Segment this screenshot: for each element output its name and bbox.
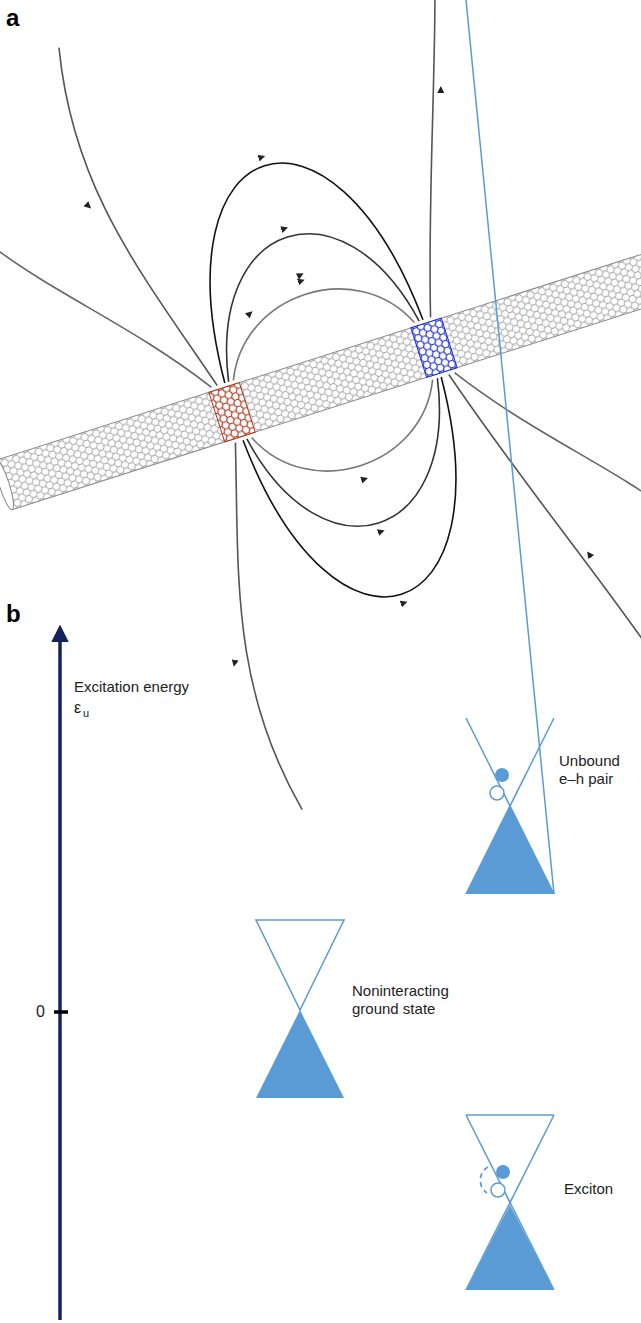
unbound-pair-cone xyxy=(466,0,554,894)
negative-charge-ring xyxy=(411,318,457,377)
zero-tick xyxy=(54,1010,68,1014)
panel-letter: b xyxy=(6,600,21,629)
axis-label: Excitation energy xyxy=(74,678,189,696)
ground-state-cone xyxy=(256,920,344,1098)
state-label: Noninteracting ground state xyxy=(352,982,464,1018)
state-label: Unbound e–h pair xyxy=(559,752,637,788)
state-label: Exciton xyxy=(564,1180,613,1198)
positive-charge-ring xyxy=(209,383,255,442)
nanotube-figure xyxy=(0,0,641,887)
energy-axis xyxy=(58,628,62,1320)
axis-subscript: u xyxy=(83,707,89,720)
panel-letter: a xyxy=(6,4,19,33)
field-lines xyxy=(0,0,641,880)
tick-label: 0 xyxy=(36,1002,45,1021)
exciton-cone xyxy=(466,1115,554,1290)
axis-symbol: ε xyxy=(74,698,81,717)
